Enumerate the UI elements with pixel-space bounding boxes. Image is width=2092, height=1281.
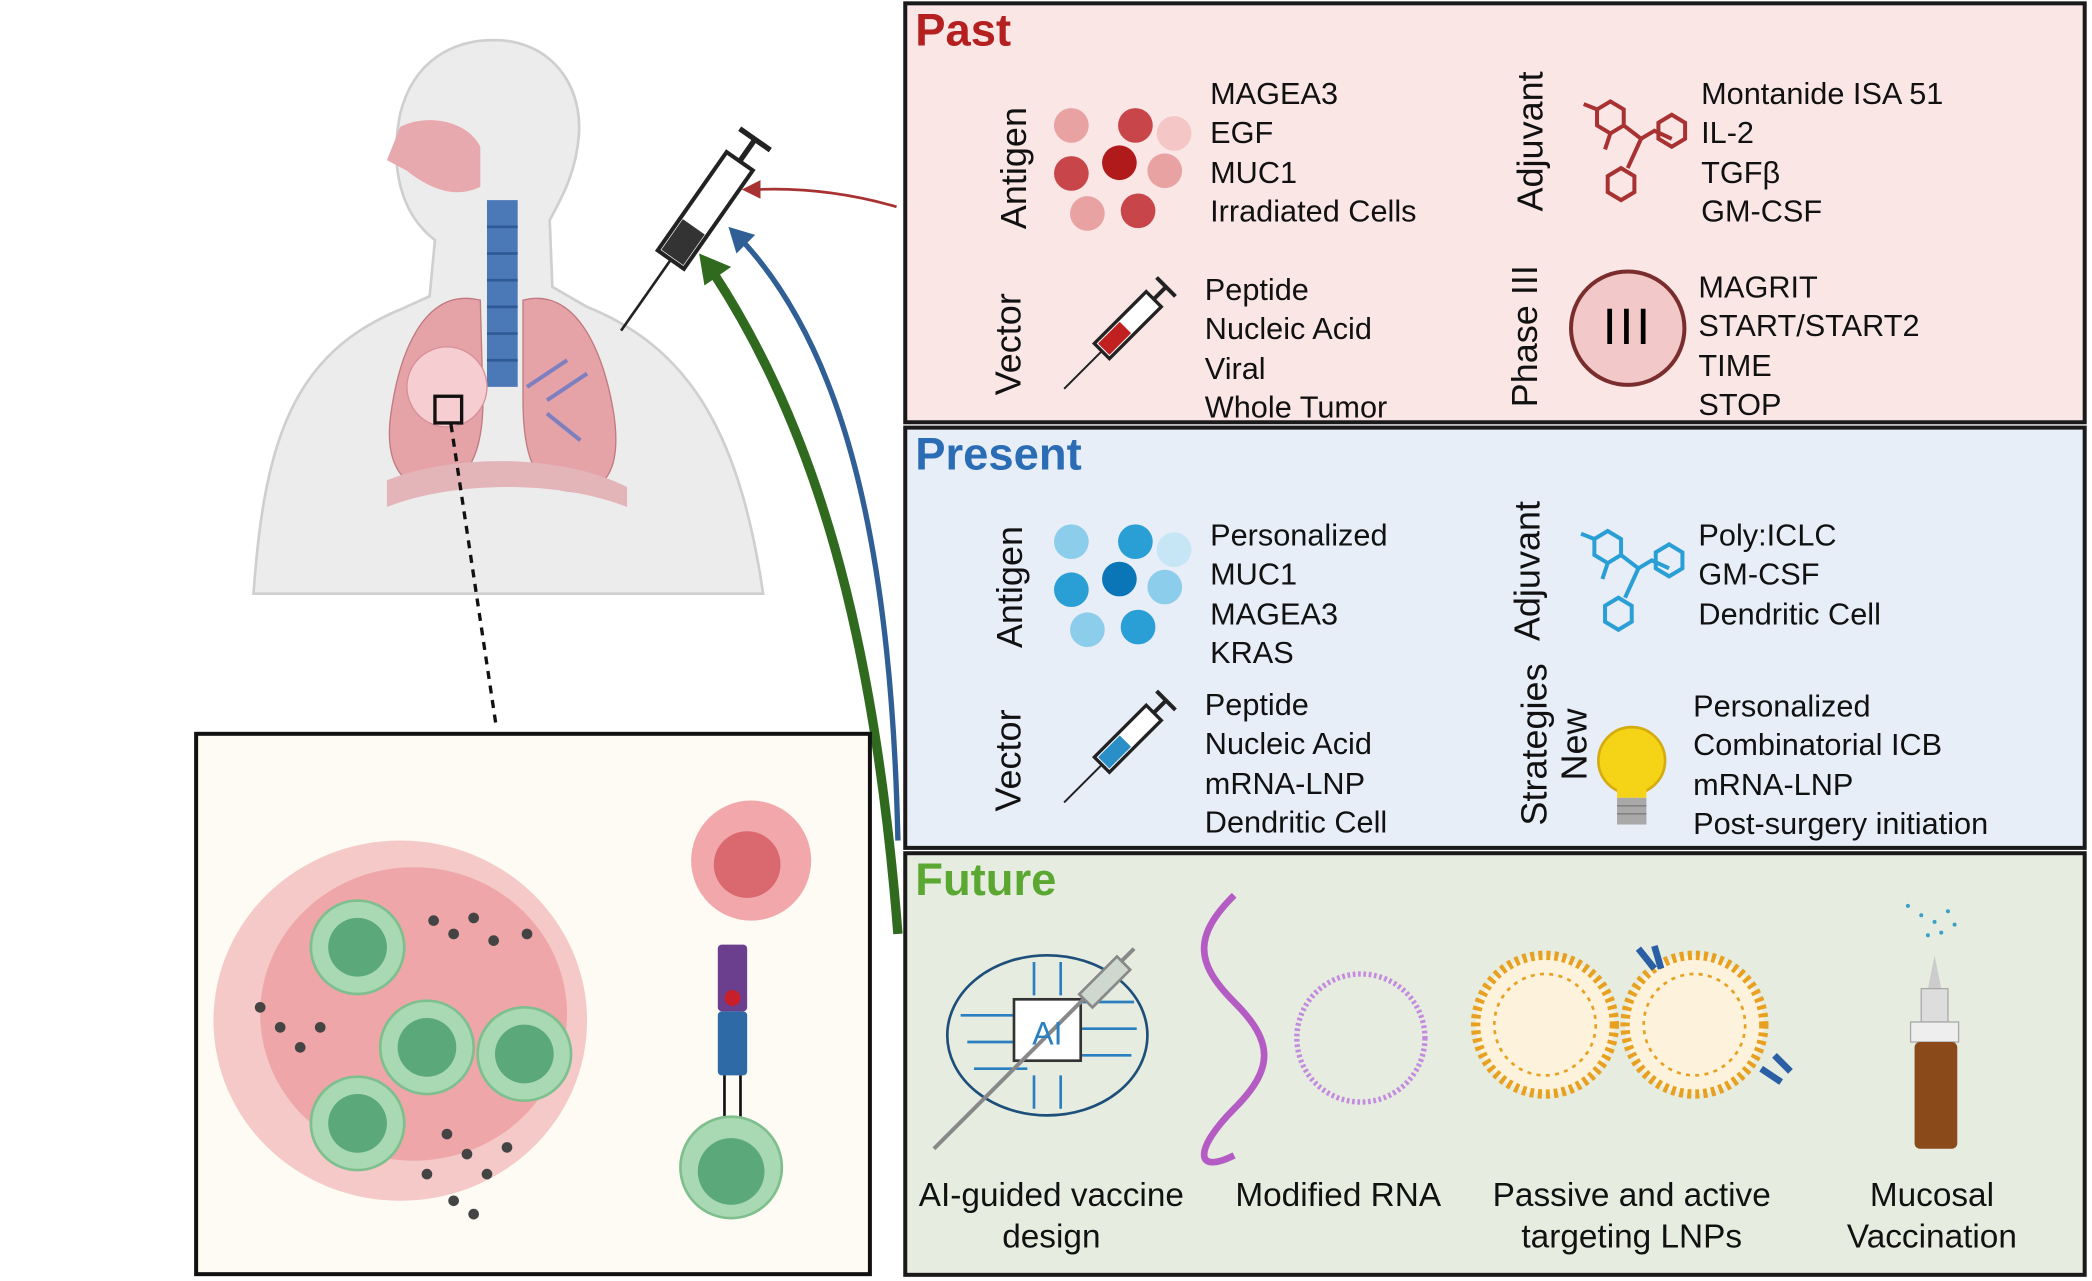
list-item: START/START2 [1698, 308, 1920, 344]
list-item: Irradiated Cells [1210, 193, 1417, 229]
list-item: mRNA-LNP [1204, 765, 1366, 801]
list-item: GM-CSF [1698, 556, 1820, 592]
adjuvant-molecule-icon [1582, 99, 1688, 203]
syringe-icon [1063, 276, 1177, 390]
list-item: MUC1 [1210, 556, 1298, 592]
list-item: GM-CSF [1701, 193, 1823, 229]
list-item: Viral [1204, 350, 1266, 386]
future-title: Future [915, 855, 1057, 906]
future-icons: AI [932, 892, 1960, 1166]
label-line: design [1002, 1218, 1101, 1256]
list-item: Peptide [1204, 272, 1309, 307]
label-line: Passive and active [1492, 1176, 1771, 1215]
list-item: KRAS [1210, 635, 1294, 671]
label-line: Vaccination [1846, 1218, 2017, 1256]
list-item: EGF [1210, 115, 1274, 150]
list-item: Peptide [1204, 687, 1309, 722]
syringe-icon [619, 126, 772, 332]
label-line: New [1554, 708, 1595, 781]
list-item: Nucleic Acid [1204, 311, 1372, 347]
list-item: IL-2 [1701, 115, 1754, 150]
list-item: STOP [1698, 387, 1782, 422]
adjuvant-molecule-icon [1580, 528, 1685, 633]
list-item: Dendritic Cell [1204, 804, 1388, 840]
list-item: MAGEA3 [1210, 596, 1339, 631]
list-item: Personalized [1693, 688, 1871, 724]
present-strategies-label: Strategies New [1514, 663, 1594, 825]
lnp-icon [1470, 945, 1793, 1099]
list-item: Personalized [1210, 517, 1388, 553]
label-line: AI-guided vaccine [918, 1176, 1184, 1215]
list-item: Montanide ISA 51 [1701, 76, 1944, 111]
list-item: MUC1 [1210, 154, 1298, 190]
list-item: MAGEA3 [1210, 76, 1339, 111]
ai-chip-label: AI [1032, 1016, 1062, 1052]
label-line: Strategies [1514, 663, 1555, 826]
list-item: MAGRIT [1698, 269, 1818, 305]
past-vector-label: Vector [988, 293, 1029, 396]
list-item: TIME [1698, 347, 1772, 383]
label-line: Modified RNA [1235, 1176, 1442, 1215]
present-vector-label: Vector [988, 709, 1029, 812]
future-item-modified-rna: Modified RNA [1235, 1175, 1441, 1216]
human-body-illustration [252, 38, 765, 728]
label-line: targeting LNPs [1521, 1218, 1743, 1256]
list-item: TGFβ [1701, 154, 1781, 190]
antigen-spheres-icon [1054, 524, 1192, 648]
past-antigen-label: Antigen [993, 107, 1035, 230]
list-item: Dendritic Cell [1698, 596, 1881, 631]
ai-brain-icon [932, 947, 1149, 1151]
list-item: Combinatorial ICB [1693, 727, 1943, 763]
present-antigen-label: Antigen [989, 525, 1031, 649]
modified-rna-strand-icon [1200, 892, 1268, 1166]
nasal-spray-icon [1905, 903, 1960, 1149]
present-title: Present [915, 429, 1082, 481]
circular-rna-icon [1294, 971, 1428, 1105]
list-item: Poly:ICLC [1698, 517, 1837, 553]
list-item: Post-surgery initiation [1693, 806, 1989, 841]
connector-arrows [699, 180, 903, 935]
tumor-microenvironment-inset [194, 731, 872, 1277]
past-adjuvant-label: Adjuvant [1510, 71, 1551, 212]
past-title: Past [915, 5, 1012, 57]
antigen-spheres-icon [1054, 108, 1192, 231]
past-phase-label: Phase III [1504, 265, 1546, 408]
list-item: Nucleic Acid [1204, 726, 1372, 762]
phase-three-icon: III [1569, 269, 1687, 387]
lightbulb-icon [1597, 725, 1667, 825]
list-item: mRNA-LNP [1693, 766, 1854, 802]
syringe-icon [1063, 689, 1177, 804]
list-item: Whole Tumor [1204, 389, 1388, 425]
label-line: Mucosal [1869, 1176, 1995, 1215]
present-adjuvant-label: Adjuvant [1507, 500, 1548, 642]
